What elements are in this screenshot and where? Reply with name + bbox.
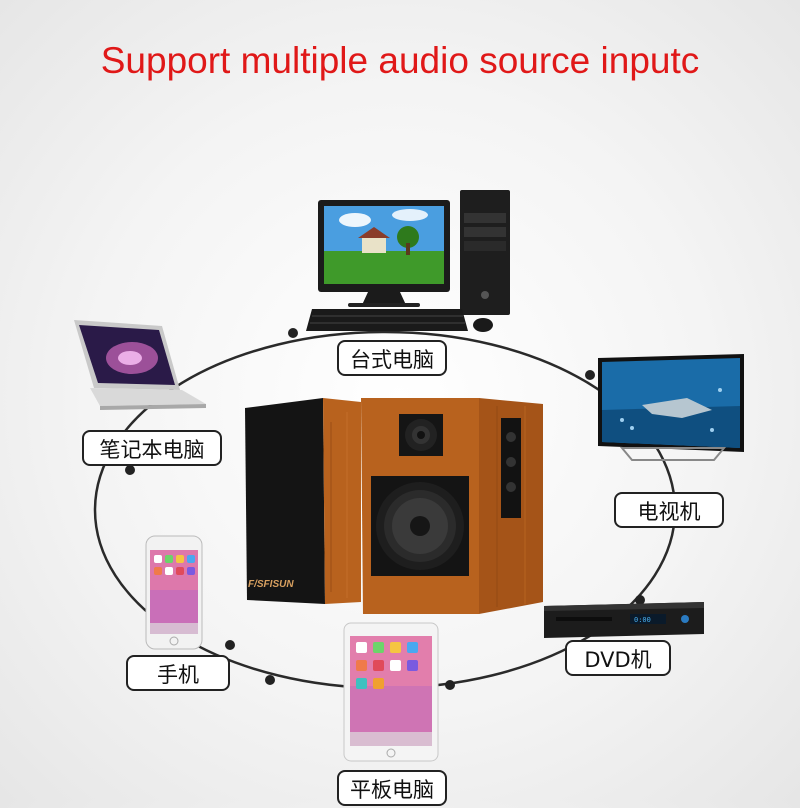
source-label-tv: 电视机 xyxy=(614,492,724,528)
laptop-image xyxy=(70,318,210,418)
connector-dot xyxy=(585,370,595,380)
left-speaker-grille xyxy=(245,398,325,604)
connector-dot xyxy=(445,680,455,690)
connector-dot xyxy=(265,675,275,685)
desktop-computer-image xyxy=(300,185,530,345)
source-label-phone: 手机 xyxy=(126,655,230,691)
connector-dot xyxy=(288,328,298,338)
source-label-dvd: DVD机 xyxy=(565,640,671,676)
source-label-laptop: 笔记本电脑 xyxy=(82,430,222,466)
dvd-player-image: 0:00 xyxy=(540,600,708,644)
connector-dot xyxy=(225,640,235,650)
speaker-brand-logo: F/SFISUN xyxy=(248,579,294,590)
svg-text:0:00: 0:00 xyxy=(634,616,651,624)
tv-image xyxy=(592,350,752,470)
source-label-desktop: 台式电脑 xyxy=(337,340,447,376)
phone-image xyxy=(145,535,203,650)
source-label-tablet: 平板电脑 xyxy=(337,770,447,806)
headline: Support multiple audio source inputc xyxy=(100,40,700,81)
left-speaker-side xyxy=(323,398,361,604)
connector-dot xyxy=(635,595,645,605)
speaker-pair-image xyxy=(243,392,553,617)
connector-dot xyxy=(125,465,135,475)
tablet-image xyxy=(343,622,439,762)
